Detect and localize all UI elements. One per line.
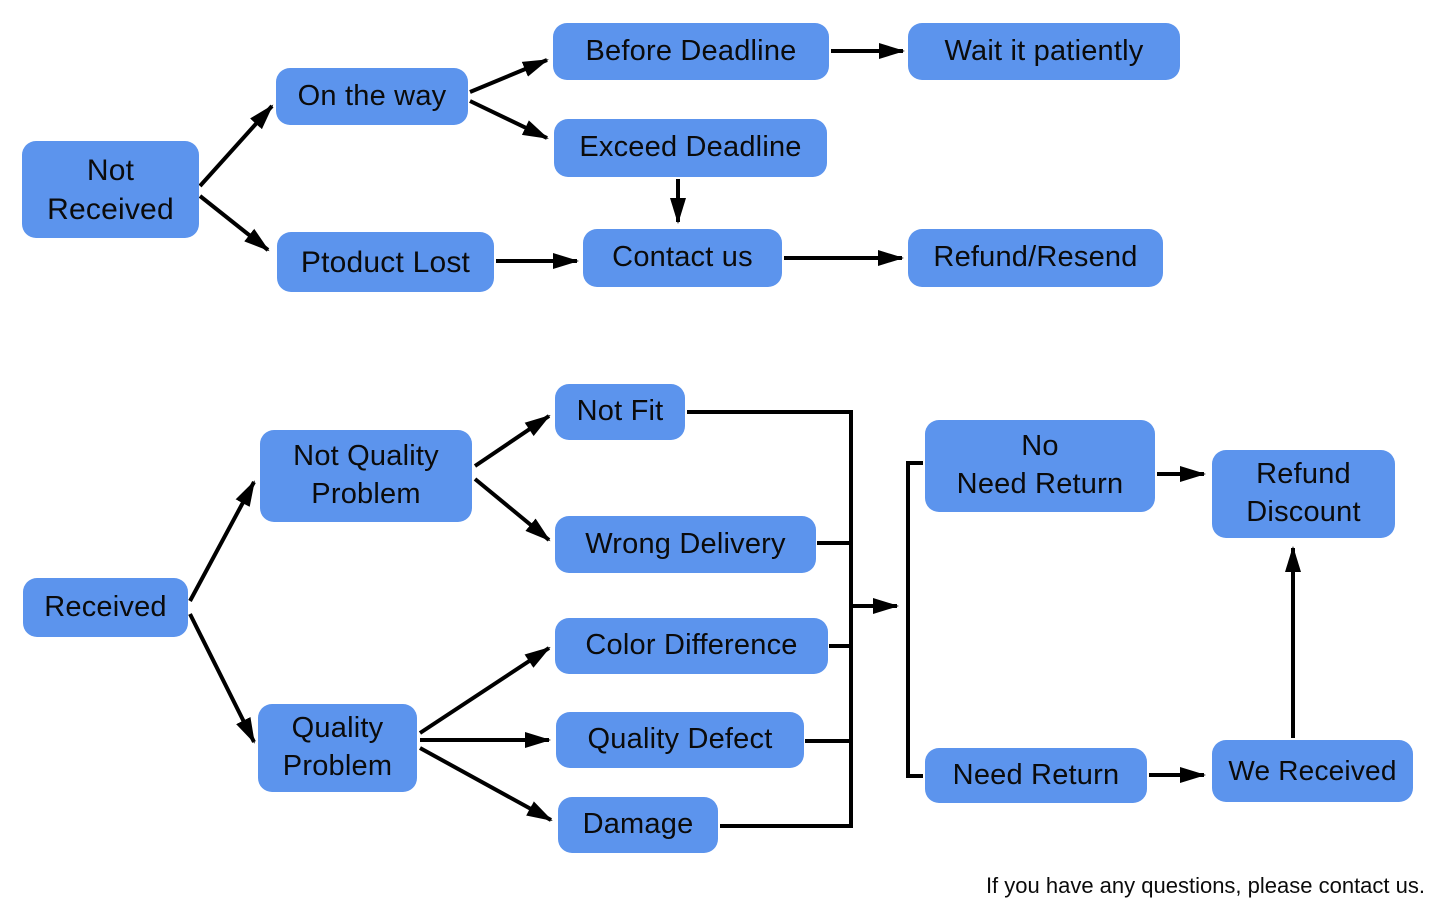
connector-qp-to-damage xyxy=(419,746,553,822)
connector-received-to-not-quality-problem xyxy=(188,480,256,602)
connector-on-the-way-to-exceed-deadline xyxy=(469,99,549,140)
connector-received-to-quality-problem xyxy=(188,613,256,744)
connector-nqp-to-not-fit xyxy=(473,414,551,468)
connector-distributor-bus xyxy=(906,461,923,778)
connector-not-received-to-ptoduct-lost xyxy=(198,194,270,252)
connector-qp-to-color-difference xyxy=(418,646,551,735)
connector-not-received-to-on-the-way xyxy=(198,104,274,188)
connector-nqp-to-wrong-delivery xyxy=(473,477,551,542)
edges-group xyxy=(188,43,1301,828)
connector-collector-bus xyxy=(687,410,853,828)
connector-on-the-way-to-before-deadline xyxy=(469,58,549,94)
footer-note: If you have any questions, please contac… xyxy=(985,873,1425,898)
